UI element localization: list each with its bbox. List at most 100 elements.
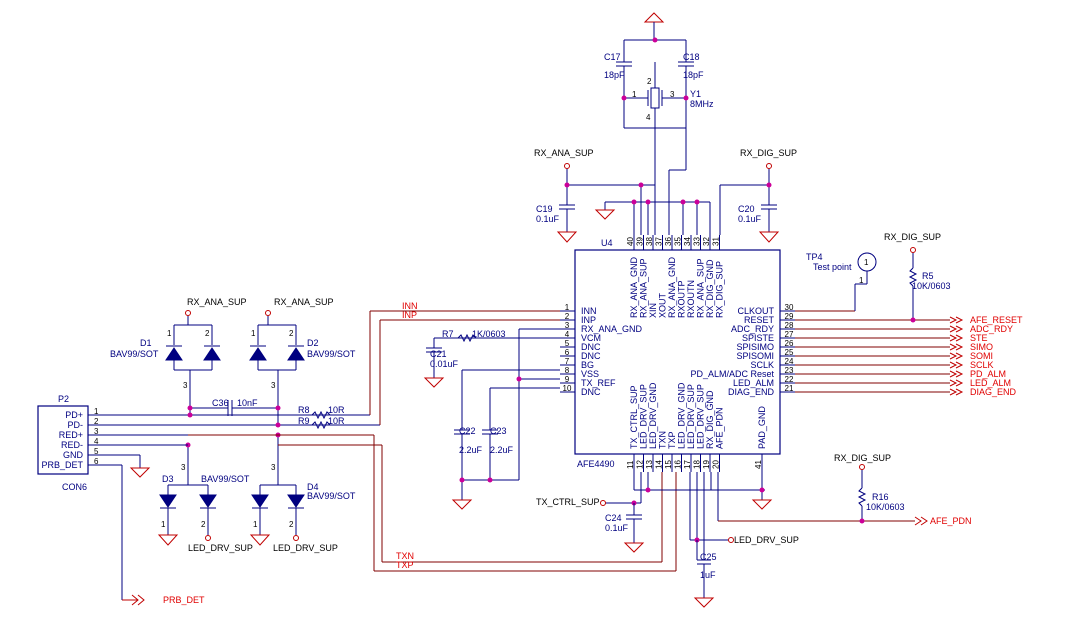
- u4-pin-name: RX_DIG_SUP: [715, 261, 725, 318]
- u4-pin-name: LED_DRV_SUP: [696, 384, 706, 449]
- u4-pin-name: VCM: [581, 333, 601, 343]
- u4-ref: U4: [601, 238, 613, 248]
- c24-value: 0.1uF: [605, 523, 629, 533]
- diode-pin-number: 2: [201, 520, 206, 529]
- tp4-value: Test point: [813, 262, 852, 272]
- u4-pin-name: INN: [581, 306, 597, 316]
- rx-ana-sup-top-label: RX_ANA_SUP: [534, 148, 594, 158]
- u4-pin-name: DNC: [581, 351, 601, 361]
- diode-pin-number: 3: [271, 463, 276, 472]
- diode-section: [157, 310, 305, 546]
- u4-pin-number: 1: [565, 303, 570, 312]
- bottom-traces: [600, 464, 928, 608]
- u4-pin-number: 4: [565, 330, 570, 339]
- u4-pin-name: RX_ANA_GND: [581, 324, 643, 334]
- p2-pin-number: 4: [94, 437, 99, 446]
- txp-label: TXP: [396, 560, 414, 570]
- output-port-label: LED_ALM: [970, 378, 1011, 388]
- output-port-label: DIAG_END: [970, 387, 1017, 397]
- diode-pin-number: 2: [289, 520, 294, 529]
- u4-pin-number: 14: [655, 460, 664, 469]
- u4-pin-name: RX_DIG_GND: [705, 259, 715, 318]
- u4-pin-number: 11: [626, 460, 635, 469]
- u4-pin-name: AFE_PDN: [715, 407, 725, 449]
- p2-pin-number: 2: [94, 417, 99, 426]
- c23-ref: C23: [490, 426, 507, 436]
- u4-pin-number: 24: [785, 357, 794, 366]
- prb-det-port-label: PRB_DET: [163, 595, 205, 605]
- u4-pin-name: PD_ALM/ADC Reset: [690, 369, 774, 379]
- u4-pin-name: VSS: [581, 369, 599, 379]
- u4-pin-number: 40: [626, 237, 635, 246]
- d1-ref: D1: [140, 338, 152, 348]
- u4-pin-number: 34: [683, 237, 692, 246]
- diode-pin-number: 1: [167, 329, 172, 338]
- rx-dig-sup-top-label: RX_DIG_SUP: [740, 148, 797, 158]
- u4-pin-name: PAD_GND: [757, 406, 767, 449]
- p2-pin-number: 6: [94, 457, 99, 466]
- c23-value: 2.2uF: [490, 445, 514, 455]
- u4-pin-number: 8: [565, 366, 570, 375]
- u4-pin-number: 30: [785, 303, 794, 312]
- u4-pin-number: 23: [785, 366, 794, 375]
- output-arrow: [949, 343, 964, 351]
- d2-ref: D2: [307, 338, 319, 348]
- output-port-label: SOMI: [970, 351, 993, 361]
- u4-pin-number: 9: [565, 375, 570, 384]
- u4-pin-number: 38: [645, 237, 654, 246]
- c21-ref: C21: [430, 349, 447, 359]
- u4-pin-name: LED_DRV_GND: [677, 382, 687, 449]
- r8-ref: R8: [298, 405, 310, 415]
- p2-pin-number: 5: [94, 447, 99, 456]
- right-traces: [795, 247, 950, 393]
- u4-part-number: AFE4490: [577, 459, 615, 469]
- rx-ana-sup-d1-label: RX_ANA_SUP: [187, 297, 247, 307]
- diode-pin-number: 2: [205, 329, 210, 338]
- u4-pin-number: 10: [563, 384, 572, 393]
- u4-pin-name: ADC_RDY: [731, 324, 774, 334]
- output-arrow: [949, 388, 964, 396]
- u4-pin-number: 12: [636, 460, 645, 469]
- diode-pin-number: 1: [161, 520, 166, 529]
- u4-pin-number: 13: [645, 460, 654, 469]
- u4-pin-number: 19: [702, 460, 711, 469]
- diode-pin-number: 3: [181, 463, 186, 472]
- output-port-label: AFE_RESET: [970, 315, 1023, 325]
- u4-pin-name: RX_ANA_SUP: [639, 258, 649, 318]
- u4-pin-name: CLKOUT: [737, 306, 774, 316]
- tx-ctrl-sup-label: TX_CTRL_SUP: [536, 497, 600, 507]
- u4-pin-number: 39: [636, 237, 645, 246]
- r9-ref: R9: [298, 416, 310, 426]
- output-port-label: PD_ALM: [970, 369, 1006, 379]
- led-drv-sup-d3-label: LED_DRV_SUP: [188, 543, 253, 553]
- labels: C17 18pF C18 18pF Y1 8MHz 2 1 3 4 RX_ANA…: [58, 52, 972, 605]
- output-arrow: [949, 316, 964, 324]
- p2-pin-name: PD+: [65, 410, 83, 420]
- y1-pin-1: 1: [632, 90, 637, 99]
- c21-value: 0.01uF: [430, 359, 459, 369]
- p2-value: CON6: [62, 482, 87, 492]
- r16-value: 10K/0603: [866, 502, 905, 512]
- output-arrows: [949, 316, 964, 396]
- d2-value: BAV99/SOT: [307, 349, 356, 359]
- y1-pin-2: 2: [647, 77, 652, 86]
- connector-wires: [88, 410, 380, 606]
- rx-ana-sup-d2-label: RX_ANA_SUP: [274, 297, 334, 307]
- u4-pin-number: 22: [785, 375, 794, 384]
- r7-ref: R7: [442, 329, 454, 339]
- output-port-label: ADC_RDY: [970, 324, 1013, 334]
- p2-pin-name: RED+: [59, 430, 83, 440]
- c22-value: 2.2uF: [459, 445, 483, 455]
- u4-top-pins: 40RX_ANA_GND39RX_ANA_SUP38XIN37XOUT36RX_…: [626, 235, 725, 318]
- afe-pdn-port-label: AFE_PDN: [930, 516, 972, 526]
- u4-pin-number: 7: [565, 357, 570, 366]
- u4-pin-name: RXOUTN: [686, 280, 696, 318]
- c18-ref: C18: [683, 52, 700, 62]
- u4-pin-number: 3: [565, 321, 570, 330]
- txn-label: TXN: [396, 551, 414, 561]
- output-arrow: [949, 334, 964, 342]
